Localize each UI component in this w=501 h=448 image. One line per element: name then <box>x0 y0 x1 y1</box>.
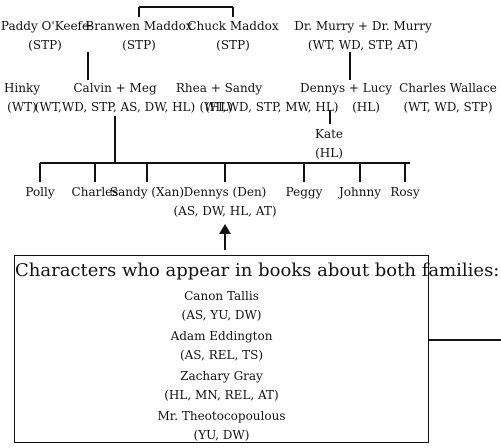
book-codes: (WT, WD, STP) <box>403 100 493 114</box>
person-name: Dennys (Den) <box>183 185 267 199</box>
character-name: Mr. Theotocopoulous <box>157 409 286 423</box>
character-canon-tallis: Canon Tallis (AS, YU, DW) <box>15 287 428 325</box>
person-branwen-maddox: Branwen Maddox (STP) <box>85 17 192 55</box>
person-name: Charles <box>71 185 119 199</box>
child-dennys-den: Dennys (Den) (AS, DW, HL, AT) <box>173 183 276 221</box>
person-name: Chuck Maddox <box>187 19 279 33</box>
panel-title: Characters who appear in books about bot… <box>15 260 500 281</box>
person-name: Dr. Murry + Dr. Murry <box>294 19 432 33</box>
person-name: Calvin + Meg <box>73 81 157 95</box>
child-polly: Polly <box>25 183 54 202</box>
book-codes: (YU, DW) <box>193 428 250 442</box>
person-name: Peggy <box>285 185 323 199</box>
child-charles: Charles <box>72 183 119 202</box>
couple-join: + <box>83 17 93 36</box>
person-hinky: Hinky (WT) <box>4 79 40 117</box>
couple-dr-murry: Dr. Murry + Dr. Murry (WT, WD, STP, AT) <box>294 17 432 55</box>
child-rosy: Rosy <box>390 183 419 202</box>
child-johnny: Johnny <box>339 183 381 202</box>
person-name: Dennys + Lucy <box>300 81 392 95</box>
person-name: Kate <box>314 127 344 141</box>
person-name: Hinky <box>3 81 41 95</box>
character-zachary-gray: Zachary Gray (HL, MN, REL, AT) <box>15 367 428 405</box>
person-name: Charles Wallace <box>399 81 497 95</box>
child-sandy-xan: Sandy (Xan) <box>110 183 184 202</box>
character-name: Adam Eddington <box>170 329 273 343</box>
couple-rhea-sandy: Rhea + Sandy (HL) <box>176 79 262 117</box>
arrow-head <box>219 224 231 234</box>
sandy-book-codes: (WT,WD, STP, MW, HL) <box>200 98 339 117</box>
person-paddy-okeefe: Paddy O'Keefe (STP) <box>1 17 89 55</box>
person-name: Polly <box>25 185 55 199</box>
book-codes: (HL) <box>352 100 380 114</box>
person-chuck-maddox: Chuck Maddox (STP) <box>187 17 278 55</box>
book-codes: (WT) <box>7 100 37 114</box>
child-peggy: Peggy <box>286 183 323 202</box>
book-codes: (AS, YU, DW) <box>181 308 262 322</box>
book-codes: (AS, REL, TS) <box>179 348 264 362</box>
character-name: Canon Tallis <box>184 289 259 303</box>
book-codes: (HL, MN, REL, AT) <box>164 388 279 402</box>
person-name: Sandy (Xan) <box>109 185 185 199</box>
book-codes: (HL) <box>315 146 343 160</box>
book-codes: (STP) <box>28 38 62 52</box>
book-codes: (WT, WD, STP, AT) <box>307 38 419 52</box>
book-codes: (STP) <box>122 38 156 52</box>
character-name: Zachary Gray <box>180 369 263 383</box>
person-name: Johnny <box>339 185 381 199</box>
character-mr-theotocopoulous: Mr. Theotocopoulous (YU, DW) <box>15 407 428 445</box>
person-name: Paddy O'Keefe <box>0 19 90 33</box>
person-name: Rhea + Sandy <box>175 81 263 95</box>
character-adam-eddington: Adam Eddington (AS, REL, TS) <box>15 327 428 365</box>
book-codes: (STP) <box>216 38 250 52</box>
couple-join-plus: + <box>82 19 94 33</box>
person-name: Branwen Maddox <box>85 19 193 33</box>
shared-characters-panel: Characters who appear in books about bot… <box>14 255 500 445</box>
book-codes: (WT,WD, STP, AS, DW, HL) <box>34 100 196 114</box>
book-codes: (HL) <box>205 100 233 114</box>
book-codes: (AS, DW, HL, AT) <box>173 204 277 218</box>
person-kate: Kate (HL) <box>315 125 343 163</box>
couple-dennys-lucy: Dennys + Lucy (HL) <box>300 79 392 117</box>
person-charles-wallace: Charles Wallace (WT, WD, STP) <box>399 79 497 117</box>
person-name: Rosy <box>390 185 420 199</box>
book-codes: (WT,WD, STP, MW, HL) <box>199 100 339 114</box>
couple-calvin-meg: Calvin + Meg (WT,WD, STP, AS, DW, HL) <box>35 79 195 117</box>
